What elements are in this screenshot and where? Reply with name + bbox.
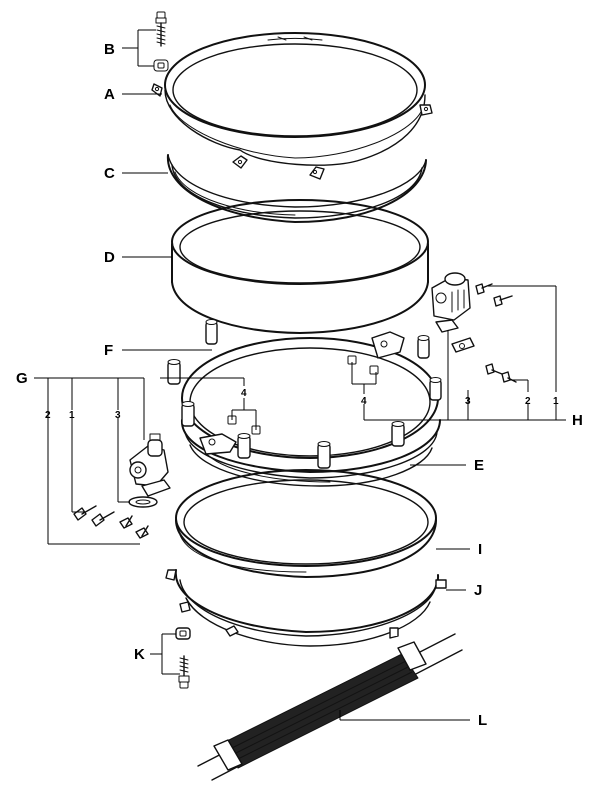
part-k-nut-screw (175, 627, 191, 689)
svg-text:2: 2 (525, 396, 531, 407)
label-h: H 4 3 2 1 (351, 285, 583, 429)
label-j: J (446, 582, 482, 599)
svg-text:H: H (572, 412, 583, 429)
label-c: C (104, 165, 168, 182)
svg-text:A: A (104, 86, 115, 103)
svg-text:J: J (474, 582, 482, 599)
svg-text:3: 3 (115, 410, 121, 421)
svg-text:K: K (134, 646, 145, 663)
svg-text:G: G (16, 370, 28, 387)
svg-text:1: 1 (553, 396, 559, 407)
svg-text:2: 2 (45, 410, 51, 421)
svg-text:F: F (104, 342, 113, 359)
label-l: L (339, 710, 487, 729)
part-b-screw-washer (153, 11, 169, 72)
part-g-strainer (73, 433, 171, 539)
label-g: G 2 1 3 4 (16, 370, 257, 545)
lug-posts (167, 319, 442, 469)
label-e: E (410, 457, 484, 474)
svg-text:B: B (104, 41, 115, 58)
part-i-bottom-head (175, 469, 437, 578)
part-a-top-hoop (151, 32, 433, 180)
svg-text:I: I (478, 541, 482, 558)
part-j-bottom-hoop (165, 569, 447, 647)
svg-text:4: 4 (241, 388, 247, 399)
svg-text:1: 1 (69, 410, 75, 421)
label-b: B (104, 29, 156, 67)
part-l-snare-wires (197, 633, 463, 781)
label-a: A (104, 86, 162, 103)
svg-text:L: L (478, 712, 487, 729)
label-d: D (104, 249, 172, 266)
part-d-shell (171, 199, 429, 334)
svg-text:D: D (104, 249, 115, 266)
svg-text:C: C (104, 165, 115, 182)
label-i: I (436, 541, 482, 558)
part-e-snare-shell (167, 319, 442, 487)
part-c-drum-head (166, 154, 427, 223)
svg-text:4: 4 (361, 396, 367, 407)
part-h-butt-end (431, 272, 517, 383)
label-f: F (104, 342, 212, 359)
svg-text:3: 3 (465, 396, 471, 407)
svg-text:E: E (474, 457, 484, 474)
label-k: K (134, 633, 180, 675)
